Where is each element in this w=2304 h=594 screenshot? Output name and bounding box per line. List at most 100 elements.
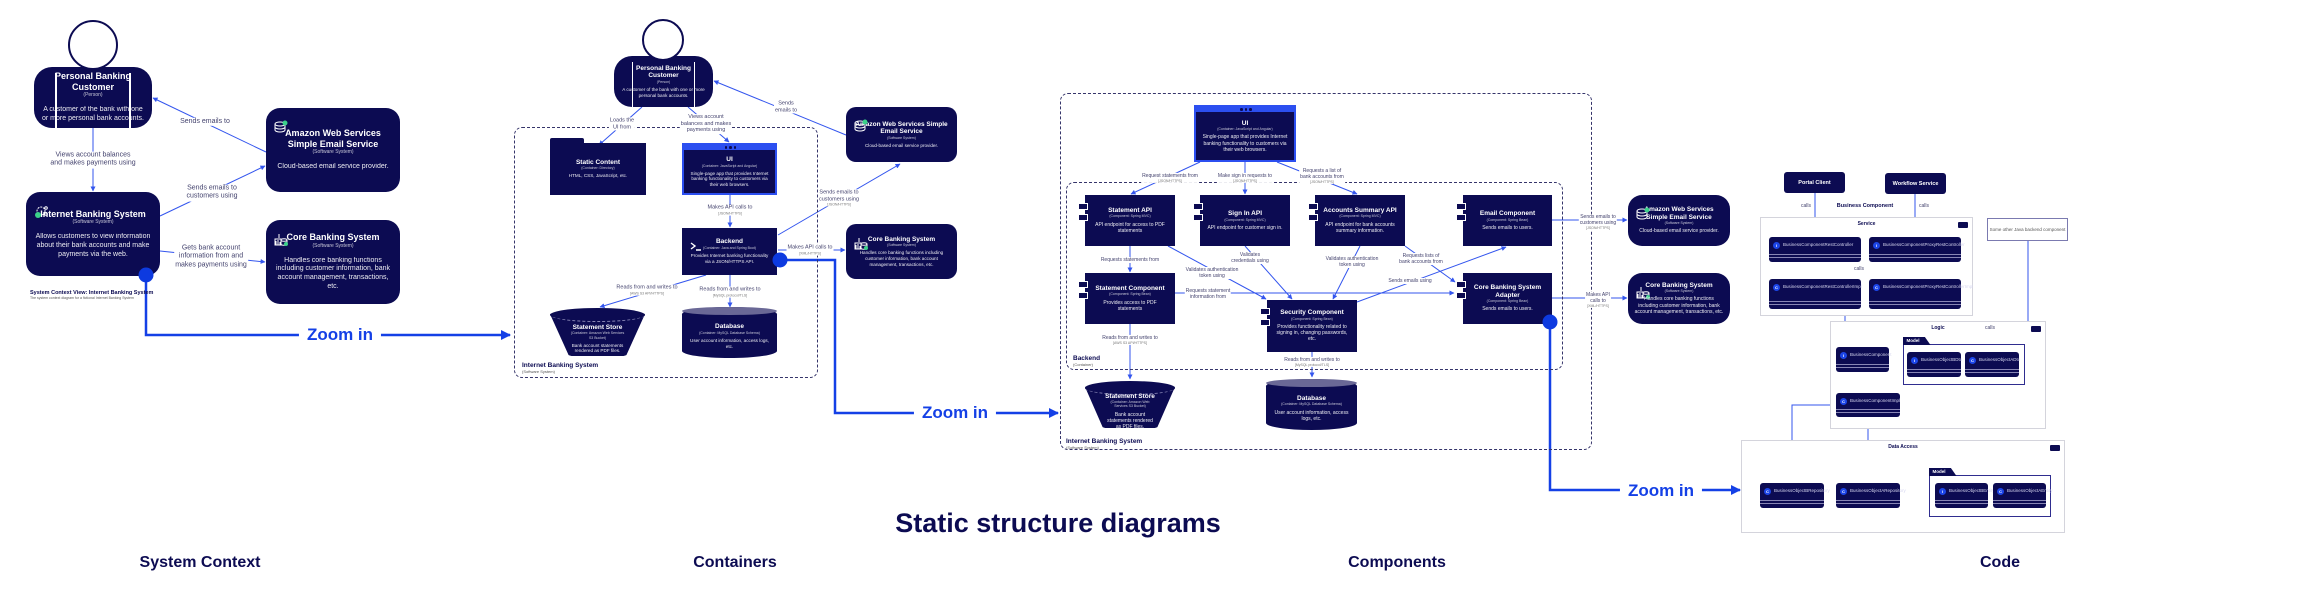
components-core-node[interactable]: Core Banking System(Software System)Hand… <box>1628 273 1730 324</box>
relationship-label-text: Request statements from <box>1142 172 1198 179</box>
containers-boundary-label: Internet Banking System(Software System) <box>522 362 598 374</box>
node-kind: (Software System) <box>312 148 354 155</box>
relationship-label: calls <box>1799 203 1813 209</box>
class-badge-icon: C <box>1873 284 1880 291</box>
relationship-label: Requests statement information from <box>1184 288 1232 300</box>
relationship-label: Validates authentication token using <box>1184 267 1240 279</box>
components-adapter-node[interactable]: Core Banking System Adapter(Component: S… <box>1456 273 1552 324</box>
components-db-node[interactable]: Database(Container: MySQL Database Schem… <box>1266 379 1357 430</box>
components-security-node[interactable]: Security Component(Component: Spring Bea… <box>1260 300 1357 352</box>
class-badge-icon: C <box>1773 284 1780 291</box>
package-icon <box>1958 222 1968 228</box>
folder-tab-icon <box>550 138 584 144</box>
node-kind: (Component: Spring Bean) <box>1486 217 1529 222</box>
containers-person-node[interactable]: Personal Banking Customer(Person)A custo… <box>614 56 713 107</box>
node-kind: (Container: Directory) <box>581 166 615 171</box>
relationship-label: Sends emails to customers using <box>185 184 239 202</box>
zoom-in-link[interactable]: Zoom in <box>298 325 382 345</box>
boundary-title: Internet Banking System <box>522 362 599 369</box>
class-name: BusinessComponentRestControllerImpl <box>1783 284 1862 289</box>
core-banking-icon <box>1636 287 1650 299</box>
components-statement-comp-node[interactable]: Statement Component(Component: Spring Be… <box>1078 273 1175 324</box>
relationship-label-text: Reads from and writes to <box>1284 356 1340 363</box>
node-description: Handles core banking functions including… <box>1634 296 1724 315</box>
components-system-boundary <box>1060 93 1592 450</box>
components-sign-in-api-node[interactable]: Sign In API(Component: Spring MVC)API en… <box>1193 195 1290 246</box>
node-title: Amazon Web Services Simple Email Service <box>1644 206 1714 221</box>
relationship-label: Reads from and writes to[MySQL protocol/… <box>1283 356 1341 368</box>
email-database-icon <box>274 120 288 133</box>
components-aws-node[interactable]: Amazon Web Services Simple Email Service… <box>1628 195 1730 246</box>
relationship-label-text: Gets bank account information from and m… <box>175 244 247 269</box>
node-description: Cloud-based email service provider. <box>277 162 389 170</box>
system-context-person-node[interactable]: Personal Banking Customer(Person)A custo… <box>34 67 152 128</box>
other-java-component-box[interactable]: Some other Java backend component <box>1987 218 2068 241</box>
class-name: BusinessComponentRestController <box>1783 242 1854 247</box>
business-component-title: Business Component <box>1836 203 1894 209</box>
relationship-label-text: calls <box>1800 203 1812 209</box>
relationship-technology: [AWS S3 API/HTTPS] <box>1113 340 1147 345</box>
components-store-node[interactable]: Statement Store(Container: Amazon Web Se… <box>1085 381 1175 430</box>
class-name: BusinessComponentProxyRestController <box>1883 242 1965 247</box>
components-ui-node[interactable]: UI(Container: JavaScript and Angular)Sin… <box>1194 105 1296 162</box>
components-statement-api-node[interactable]: Statement API(Component: Spring MVC)API … <box>1078 195 1175 246</box>
core-banking-icon <box>854 238 868 250</box>
components-accounts-api-node[interactable]: Accounts Summary API(Component: Spring M… <box>1308 195 1405 246</box>
component-tab-icon <box>1456 214 1466 221</box>
containers-store-node[interactable]: Statement Store(Container: Amazon Web Se… <box>550 308 645 358</box>
relationship-label-text: Requests statement information from <box>1185 288 1231 300</box>
window-dot-icon <box>1240 108 1243 111</box>
class-name: BusinessComponent <box>1850 352 1892 357</box>
system-context-aws-node[interactable]: Amazon Web Services Simple Email Service… <box>266 108 400 192</box>
system-context-core-node[interactable]: Core Banking System(Software System)Hand… <box>266 220 400 304</box>
relationship-label: Views account balances and makes payment… <box>49 151 137 169</box>
node-title: Amazon Web Services Simple Email Service <box>285 128 381 149</box>
components-boundary-label: Internet Banking System(Software System) <box>1066 438 1142 450</box>
node-kind: (Container: JavaScript and Angular) <box>701 163 758 168</box>
class-name: BusinessObjectBRepository <box>1774 488 1830 493</box>
system-context-ibs-node[interactable]: Internet Banking System(Software System)… <box>26 192 160 276</box>
node-kind: (Container: JavaScript and Angular) <box>1217 127 1273 132</box>
relationship-label: Sends emails to customers using[JSON/HTT… <box>817 189 861 207</box>
containers-core-node[interactable]: Core Banking System(Software System)Hand… <box>846 224 957 279</box>
component-tab-icon <box>1456 281 1466 288</box>
containers-static-node[interactable]: Static Content(Container: Directory)HTML… <box>550 138 646 195</box>
containers-aws-node[interactable]: Amazon Web Services Simple Email Service… <box>846 107 957 162</box>
node-kind: (Container: MySQL Database Schema) <box>1281 402 1342 407</box>
relationship-label: Makes API calls to[JSON/HTTPS] <box>706 204 754 216</box>
relationship-technology: [MySQL protocol/TLS] <box>712 293 748 298</box>
component-tab-icon <box>1193 203 1203 210</box>
zoom-in-link[interactable]: Zoom in <box>1619 481 1703 501</box>
node-description: API endpoint for customer sign in. <box>1207 224 1283 231</box>
containers-ui-node[interactable]: UI(Container: JavaScript and Angular)Sin… <box>682 143 777 195</box>
workflow-service-box[interactable]: Workflow Service <box>1885 173 1946 194</box>
components-email-node[interactable]: Email Component(Component: Spring Bean)S… <box>1456 195 1552 246</box>
portal-client-box[interactable]: Portal Client <box>1784 172 1845 193</box>
bucket-text: Statement Store(Container: Amazon Web Se… <box>556 312 639 354</box>
class-name: BusinessObjectARepository <box>1850 488 1906 493</box>
relationship-arrow <box>1332 245 1361 300</box>
node-title: Sign In API <box>1227 210 1263 218</box>
cylinder-top <box>682 307 777 316</box>
class-name: BusinessObjectBEntity <box>1949 488 1995 493</box>
relationship-label: Request statements from[JSON/HTTPS] <box>1141 172 1199 184</box>
zoom-in-link[interactable]: Zoom in <box>913 403 997 423</box>
node-description: Provides access to PDF statements <box>1103 299 1157 312</box>
containers-backend-node[interactable]: Backend(Container: Java and Spring Boot)… <box>682 228 777 275</box>
relationship-label-text: Reads from and writes to <box>699 286 761 293</box>
class-badge-icon: C <box>1840 488 1847 495</box>
cylinder-top <box>1266 379 1357 388</box>
containers-db-node[interactable]: Database(Container: MySQL Database Schem… <box>682 307 777 358</box>
